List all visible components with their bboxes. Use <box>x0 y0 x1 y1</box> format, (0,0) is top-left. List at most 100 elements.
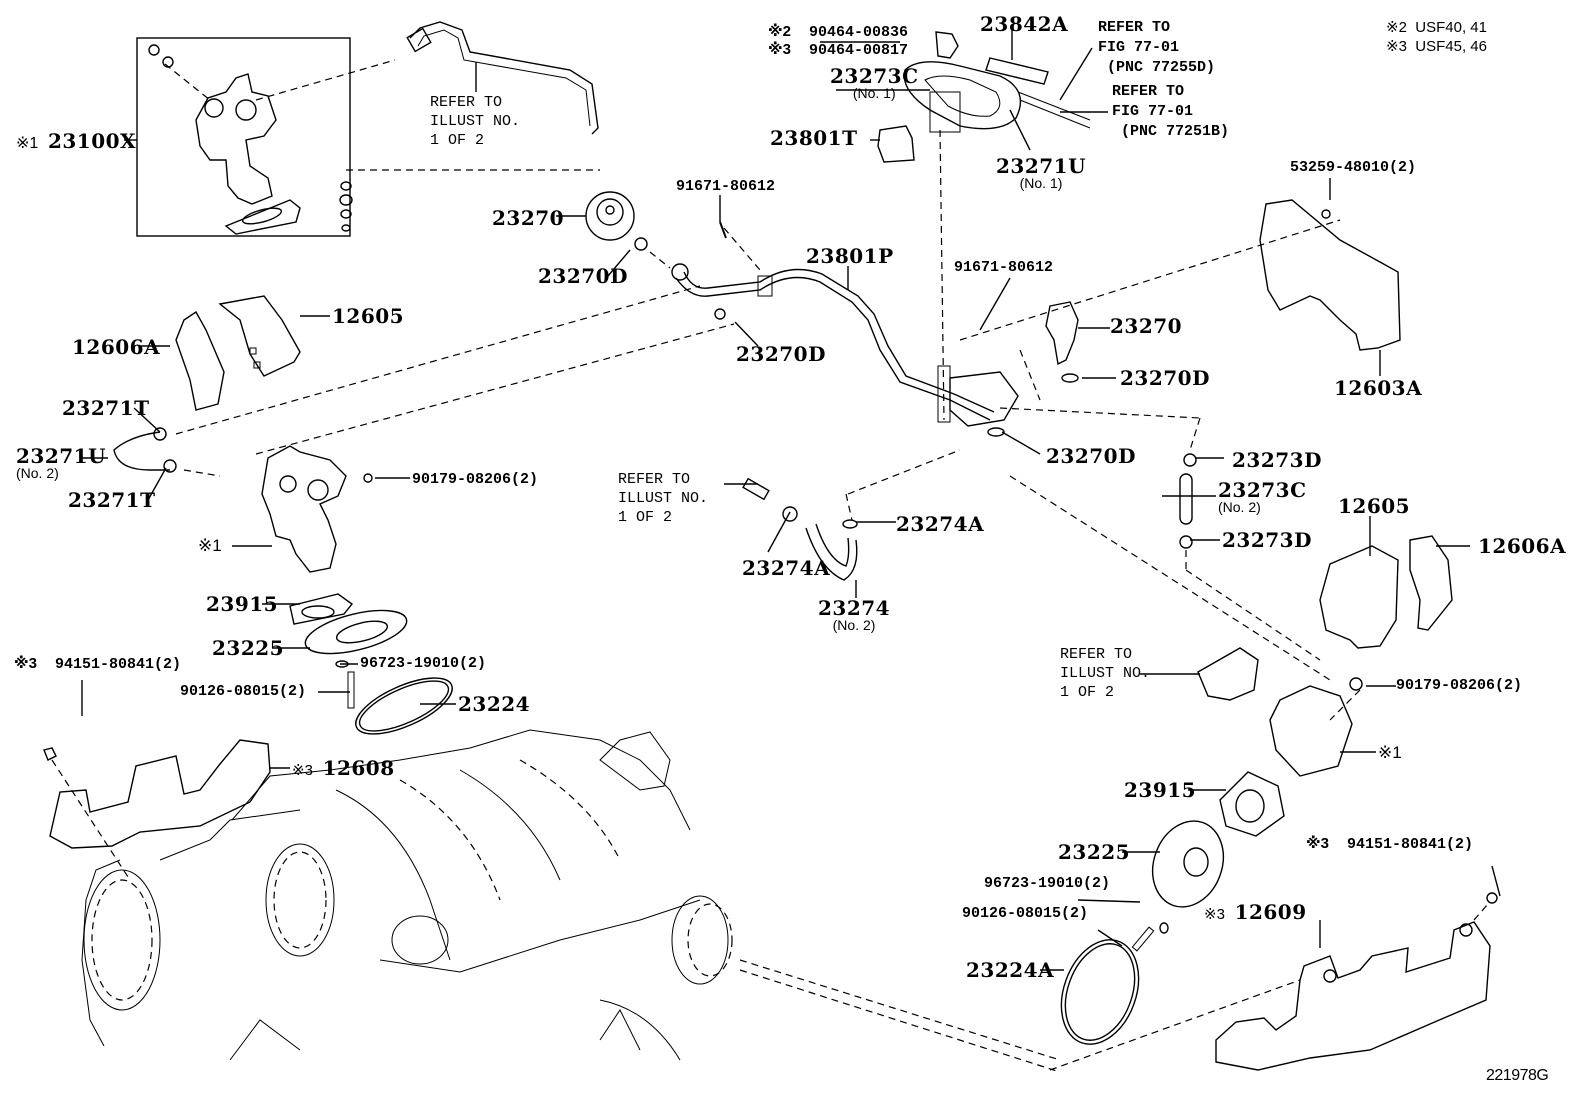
callout-23273D-a[interactable]: 23273D <box>1232 448 1322 472</box>
callout-23274A-b[interactable]: 23274A <box>742 556 831 580</box>
callout-23274A-a[interactable]: 23274A <box>896 512 985 536</box>
callout-23270D-a[interactable]: 23270D <box>538 264 628 288</box>
callout-23271U-no1[interactable]: 23271U (No. 1) <box>996 156 1086 190</box>
callout-23270D-c[interactable]: 23270D <box>1120 366 1210 390</box>
callout-91671-80612-a[interactable]: 91671-80612 <box>676 178 776 195</box>
inset-nut-1 <box>148 44 160 56</box>
part-number: 12609 <box>1234 900 1307 924</box>
callout-23842A[interactable]: 23842A <box>980 12 1069 36</box>
callout-91671-80612-b[interactable]: 91671-80612 <box>954 259 1054 276</box>
inset-frame <box>136 37 351 237</box>
upper-hose-cluster <box>877 31 1091 163</box>
callout-12608[interactable]: ※3 12608 <box>292 758 395 778</box>
part-number: 90464-00836 <box>808 24 908 41</box>
callout-12603A[interactable]: 12603A <box>1334 376 1423 400</box>
part-number: 94151-80841(2) <box>54 656 181 673</box>
part-sub: (No. 2) <box>16 465 59 481</box>
callout-23801P[interactable]: 23801P <box>806 244 894 268</box>
note-text: USF40, 41 <box>1415 19 1487 36</box>
callout-mark-1-right[interactable]: ※1 <box>1378 743 1402 762</box>
callout-23224[interactable]: 23224 <box>458 692 531 716</box>
shield-12609 <box>1049 892 1498 1071</box>
callout-90126-08015-b[interactable]: 90126-08015(2) <box>962 905 1089 922</box>
callout-23915-b[interactable]: 23915 <box>1124 778 1197 802</box>
part-number: 23273C <box>830 64 919 88</box>
callout-23801T[interactable]: 23801T <box>770 126 858 150</box>
refer-fig-77251B: REFER TO FIG 77-01 (PNC 77251B) <box>1112 83 1230 140</box>
part-sub: (No. 1) <box>852 85 896 101</box>
callout-mark-1-left[interactable]: ※1 <box>198 536 222 555</box>
refer-illust-top: REFER TO ILLUST NO. 1 OF 2 <box>430 94 521 149</box>
callout-23274-no2[interactable]: 23274 (No. 2) <box>818 598 890 632</box>
callout-23100X[interactable]: ※1 23100X <box>16 131 136 152</box>
callout-53259-48010[interactable]: 53259-48010(2) <box>1290 159 1417 176</box>
callout-90464-00817[interactable]: ※3 90464-00817 <box>768 42 908 58</box>
callout-94151-80841-b[interactable]: ※3 94151-80841(2) <box>1306 836 1473 852</box>
refer-illust-mid: REFER TO ILLUST NO. 1 OF 2 <box>618 471 709 526</box>
note-mark: ※2 <box>1386 19 1407 36</box>
part-number: 23271U <box>16 444 107 468</box>
note-usf40: ※2 USF40, 41 <box>1386 20 1487 35</box>
callout-23270-b[interactable]: 23270 <box>1110 314 1183 338</box>
callout-23273C-no1[interactable]: 23273C (No. 1) <box>830 66 919 100</box>
bracket-12603A <box>1259 199 1401 351</box>
note-mark: ※3 <box>1386 38 1407 55</box>
callout-12606A-a[interactable]: 12606A <box>72 335 161 359</box>
callout-23271T-b[interactable]: 23271T <box>68 488 156 512</box>
callout-23224A[interactable]: 23224A <box>966 958 1055 982</box>
callout-23271T-a[interactable]: 23271T <box>62 396 150 420</box>
refer-fig-77255D: REFER TO FIG 77-01 (PNC 77255D) <box>1098 19 1216 76</box>
callout-mark: ※3 <box>292 762 313 779</box>
fuel-pipe <box>671 221 995 421</box>
callout-12605-b[interactable]: 12605 <box>1338 494 1411 518</box>
part-sub: (No. 1) <box>1019 175 1063 191</box>
callout-23271U-no2[interactable]: 23271U (No. 2) <box>16 446 106 480</box>
regulator-left <box>585 191 671 269</box>
note-usf45: ※3 USF45, 46 <box>1386 39 1487 54</box>
inset-washer-3 <box>340 209 352 219</box>
egr-valve-right <box>1060 647 1363 1045</box>
callout-mark: ※3 <box>768 41 791 58</box>
part-number: 94151-80841(2) <box>1346 836 1473 853</box>
inset-washer-4 <box>341 224 351 232</box>
callout-12606A-b[interactable]: 12606A <box>1478 534 1567 558</box>
part-number: 23273C <box>1218 478 1307 502</box>
hose-23271U-left <box>113 285 735 477</box>
callout-96723-19010-a[interactable]: 96723-19010(2) <box>360 655 487 672</box>
part-number: 12608 <box>322 756 395 780</box>
callout-12609[interactable]: ※3 12609 <box>1204 902 1307 922</box>
callout-23270D-d[interactable]: 23270D <box>1046 444 1136 468</box>
callout-mark: ※2 <box>768 23 791 40</box>
hose-23274 <box>742 449 961 581</box>
part-sub: (No. 2) <box>832 617 876 633</box>
inset-washer-1 <box>340 181 352 191</box>
part-number: 23100X <box>47 129 137 153</box>
intake-manifold <box>81 729 1061 1073</box>
callout-23915-a[interactable]: 23915 <box>206 592 279 616</box>
leader-lines <box>81 30 1501 971</box>
callout-23273D-b[interactable]: 23273D <box>1222 528 1312 552</box>
note-text: USF45, 46 <box>1415 38 1487 55</box>
regulator-right <box>937 129 1341 437</box>
callout-90179-08206-b[interactable]: 90179-08206(2) <box>1396 677 1523 694</box>
part-number: 90464-00817 <box>808 42 908 59</box>
callout-23270-a[interactable]: 23270 <box>492 206 565 230</box>
callout-96723-19010-b[interactable]: 96723-19010(2) <box>984 875 1111 892</box>
callout-mark: ※3 <box>1204 906 1225 923</box>
callout-94151-80841-a[interactable]: ※3 94151-80841(2) <box>14 656 181 672</box>
left-heat-shields <box>175 295 301 411</box>
part-number: 23274 <box>818 596 891 620</box>
callout-mark: ※3 <box>14 655 37 672</box>
inset-port-2 <box>235 99 257 121</box>
top-tube <box>409 21 599 135</box>
callout-90464-00836[interactable]: ※2 90464-00836 <box>768 24 908 40</box>
hose-23273C-2 <box>1009 417 1331 681</box>
callout-90126-08015-a[interactable]: 90126-08015(2) <box>180 683 307 700</box>
callout-12605-a[interactable]: 12605 <box>332 304 405 328</box>
callout-90179-08206-a[interactable]: 90179-08206(2) <box>412 471 539 488</box>
callout-23270D-b[interactable]: 23270D <box>736 342 826 366</box>
callout-23273C-no2[interactable]: 23273C (No. 2) <box>1218 480 1307 514</box>
callout-23225-b[interactable]: 23225 <box>1058 840 1131 864</box>
callout-23225-a[interactable]: 23225 <box>212 636 285 660</box>
